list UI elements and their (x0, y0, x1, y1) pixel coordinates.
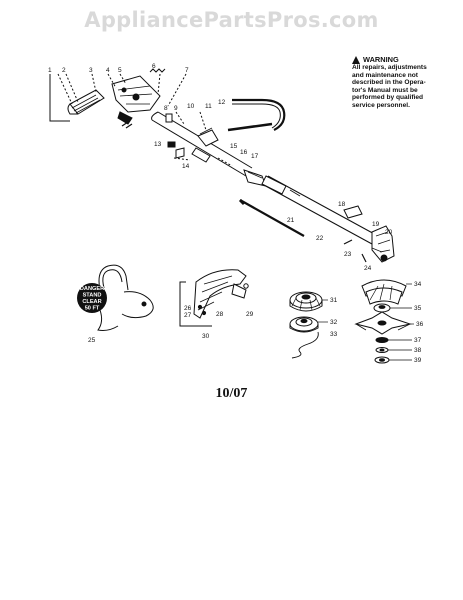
decal-line: 50 FT (85, 306, 100, 312)
gear-head-assembly (343, 205, 395, 263)
warning-title: WARNING (363, 55, 399, 65)
blade-assembly (318, 279, 414, 364)
callout-label: 25 (88, 337, 96, 344)
warning-line: performed by qualified (352, 94, 424, 102)
loop-handle (227, 98, 286, 132)
callout-label: 7 (185, 67, 189, 74)
throttle-handle-assembly (49, 68, 187, 129)
callout-label: 39 (414, 357, 422, 364)
callout-label: 38 (414, 347, 422, 354)
callout-label: 8 (164, 105, 168, 112)
callout-label: 17 (251, 153, 259, 160)
callout-label: 29 (246, 311, 254, 318)
callout-label: 35 (414, 305, 422, 312)
revision-date: 10/07 (215, 386, 248, 401)
warning-line: tor's Manual must be (352, 86, 418, 94)
callout-label: 3 (89, 67, 93, 74)
decal-line: STAND (83, 293, 102, 299)
callout-label: 14 (182, 163, 190, 170)
callout-label: 16 (240, 149, 248, 156)
callout-label: 19 (372, 221, 380, 228)
callout-label: 21 (287, 217, 295, 224)
trimmer-head-assembly (289, 291, 323, 359)
callout-label: 2 (62, 67, 66, 74)
warning-line: service personnel. (352, 101, 410, 109)
callout-label: 30 (202, 333, 210, 340)
danger-decal: DANGER STAND CLEAR 50 FT (77, 283, 107, 313)
callout-label: 18 (338, 201, 346, 208)
callout-label: 24 (364, 265, 372, 272)
callout-label: 36 (416, 321, 424, 328)
callout-label: 1 (48, 67, 52, 74)
warning-line: All repairs, adjustments (352, 64, 427, 71)
callout-labels: 1 2 3 4 5 6 7 8 9 10 11 12 13 14 15 16 1… (48, 63, 424, 364)
guard-assembly (179, 269, 249, 327)
callout-label: 9 (174, 105, 178, 112)
callout-label: 23 (344, 251, 352, 258)
decal-line: DANGER (80, 286, 104, 292)
warning-triangle-icon (352, 56, 360, 64)
callout-label: 20 (385, 229, 393, 236)
callout-label: 33 (330, 331, 338, 338)
shaft-clamp-parts (167, 141, 211, 163)
callout-label: 10 (187, 103, 195, 110)
upper-shaft (151, 111, 267, 187)
lower-shaft (261, 175, 379, 245)
callout-label: 15 (230, 143, 238, 150)
callout-label: 12 (218, 99, 226, 106)
callout-label: 6 (152, 63, 156, 70)
callout-label: 11 (205, 103, 212, 110)
warning-title-row: WARNING (352, 56, 460, 64)
drive-shaft-rod (238, 198, 305, 237)
warning-notice: WARNING All repairs, adjustments and mai… (352, 56, 460, 110)
callout-label: 28 (216, 311, 224, 318)
callout-label: 26 (184, 305, 192, 312)
shoulder-harness (97, 264, 154, 331)
callout-label: 13 (154, 141, 162, 148)
callout-label: 37 (414, 337, 422, 344)
callout-label: 5 (118, 67, 122, 74)
callout-label: 22 (316, 235, 324, 242)
warning-line: described in the Opera- (352, 79, 426, 87)
callout-label: 31 (330, 297, 338, 304)
watermark: AppliancePartsPros.com (84, 8, 379, 32)
warning-line: and maintenance not (352, 71, 418, 79)
decal-line: CLEAR (82, 299, 101, 305)
callout-label: 27 (184, 312, 192, 319)
callout-label: 4 (106, 67, 110, 74)
callout-label: 32 (330, 319, 338, 326)
callout-label: 34 (414, 281, 422, 288)
leader-bracket (49, 74, 70, 122)
